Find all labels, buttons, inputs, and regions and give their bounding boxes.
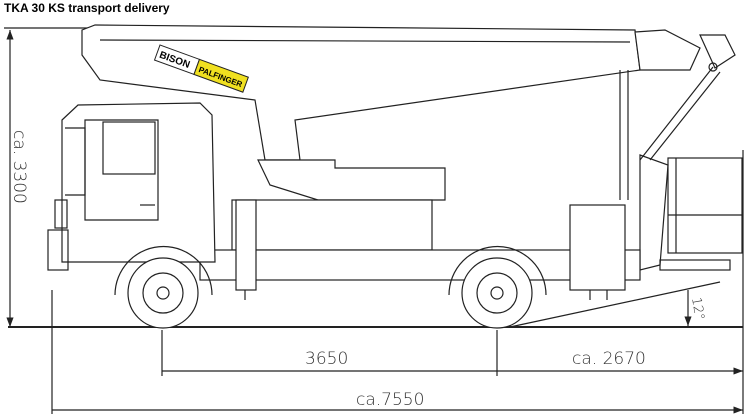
rear-overhang-label: ca. 2670: [572, 349, 646, 369]
rear-wheel: [448, 245, 547, 329]
angle-label: 12°: [688, 296, 707, 321]
boom: BISON PALFINGER: [81, 24, 736, 200]
front-wheel: [114, 245, 213, 329]
ramp-angle-line: [509, 281, 721, 328]
cab: [47, 102, 216, 271]
chassis-frame: [199, 249, 641, 281]
total-length-label: ca.7550: [356, 390, 424, 410]
work-basket: [639, 154, 743, 271]
turntable: [257, 159, 446, 201]
height-label: ca. 3300: [9, 130, 29, 204]
drawing-title: TKA 30 KS transport delivery: [4, 1, 170, 15]
wheelbase-label: 3650: [305, 349, 348, 369]
height-dimension: ca. 3300: [4, 27, 90, 327]
